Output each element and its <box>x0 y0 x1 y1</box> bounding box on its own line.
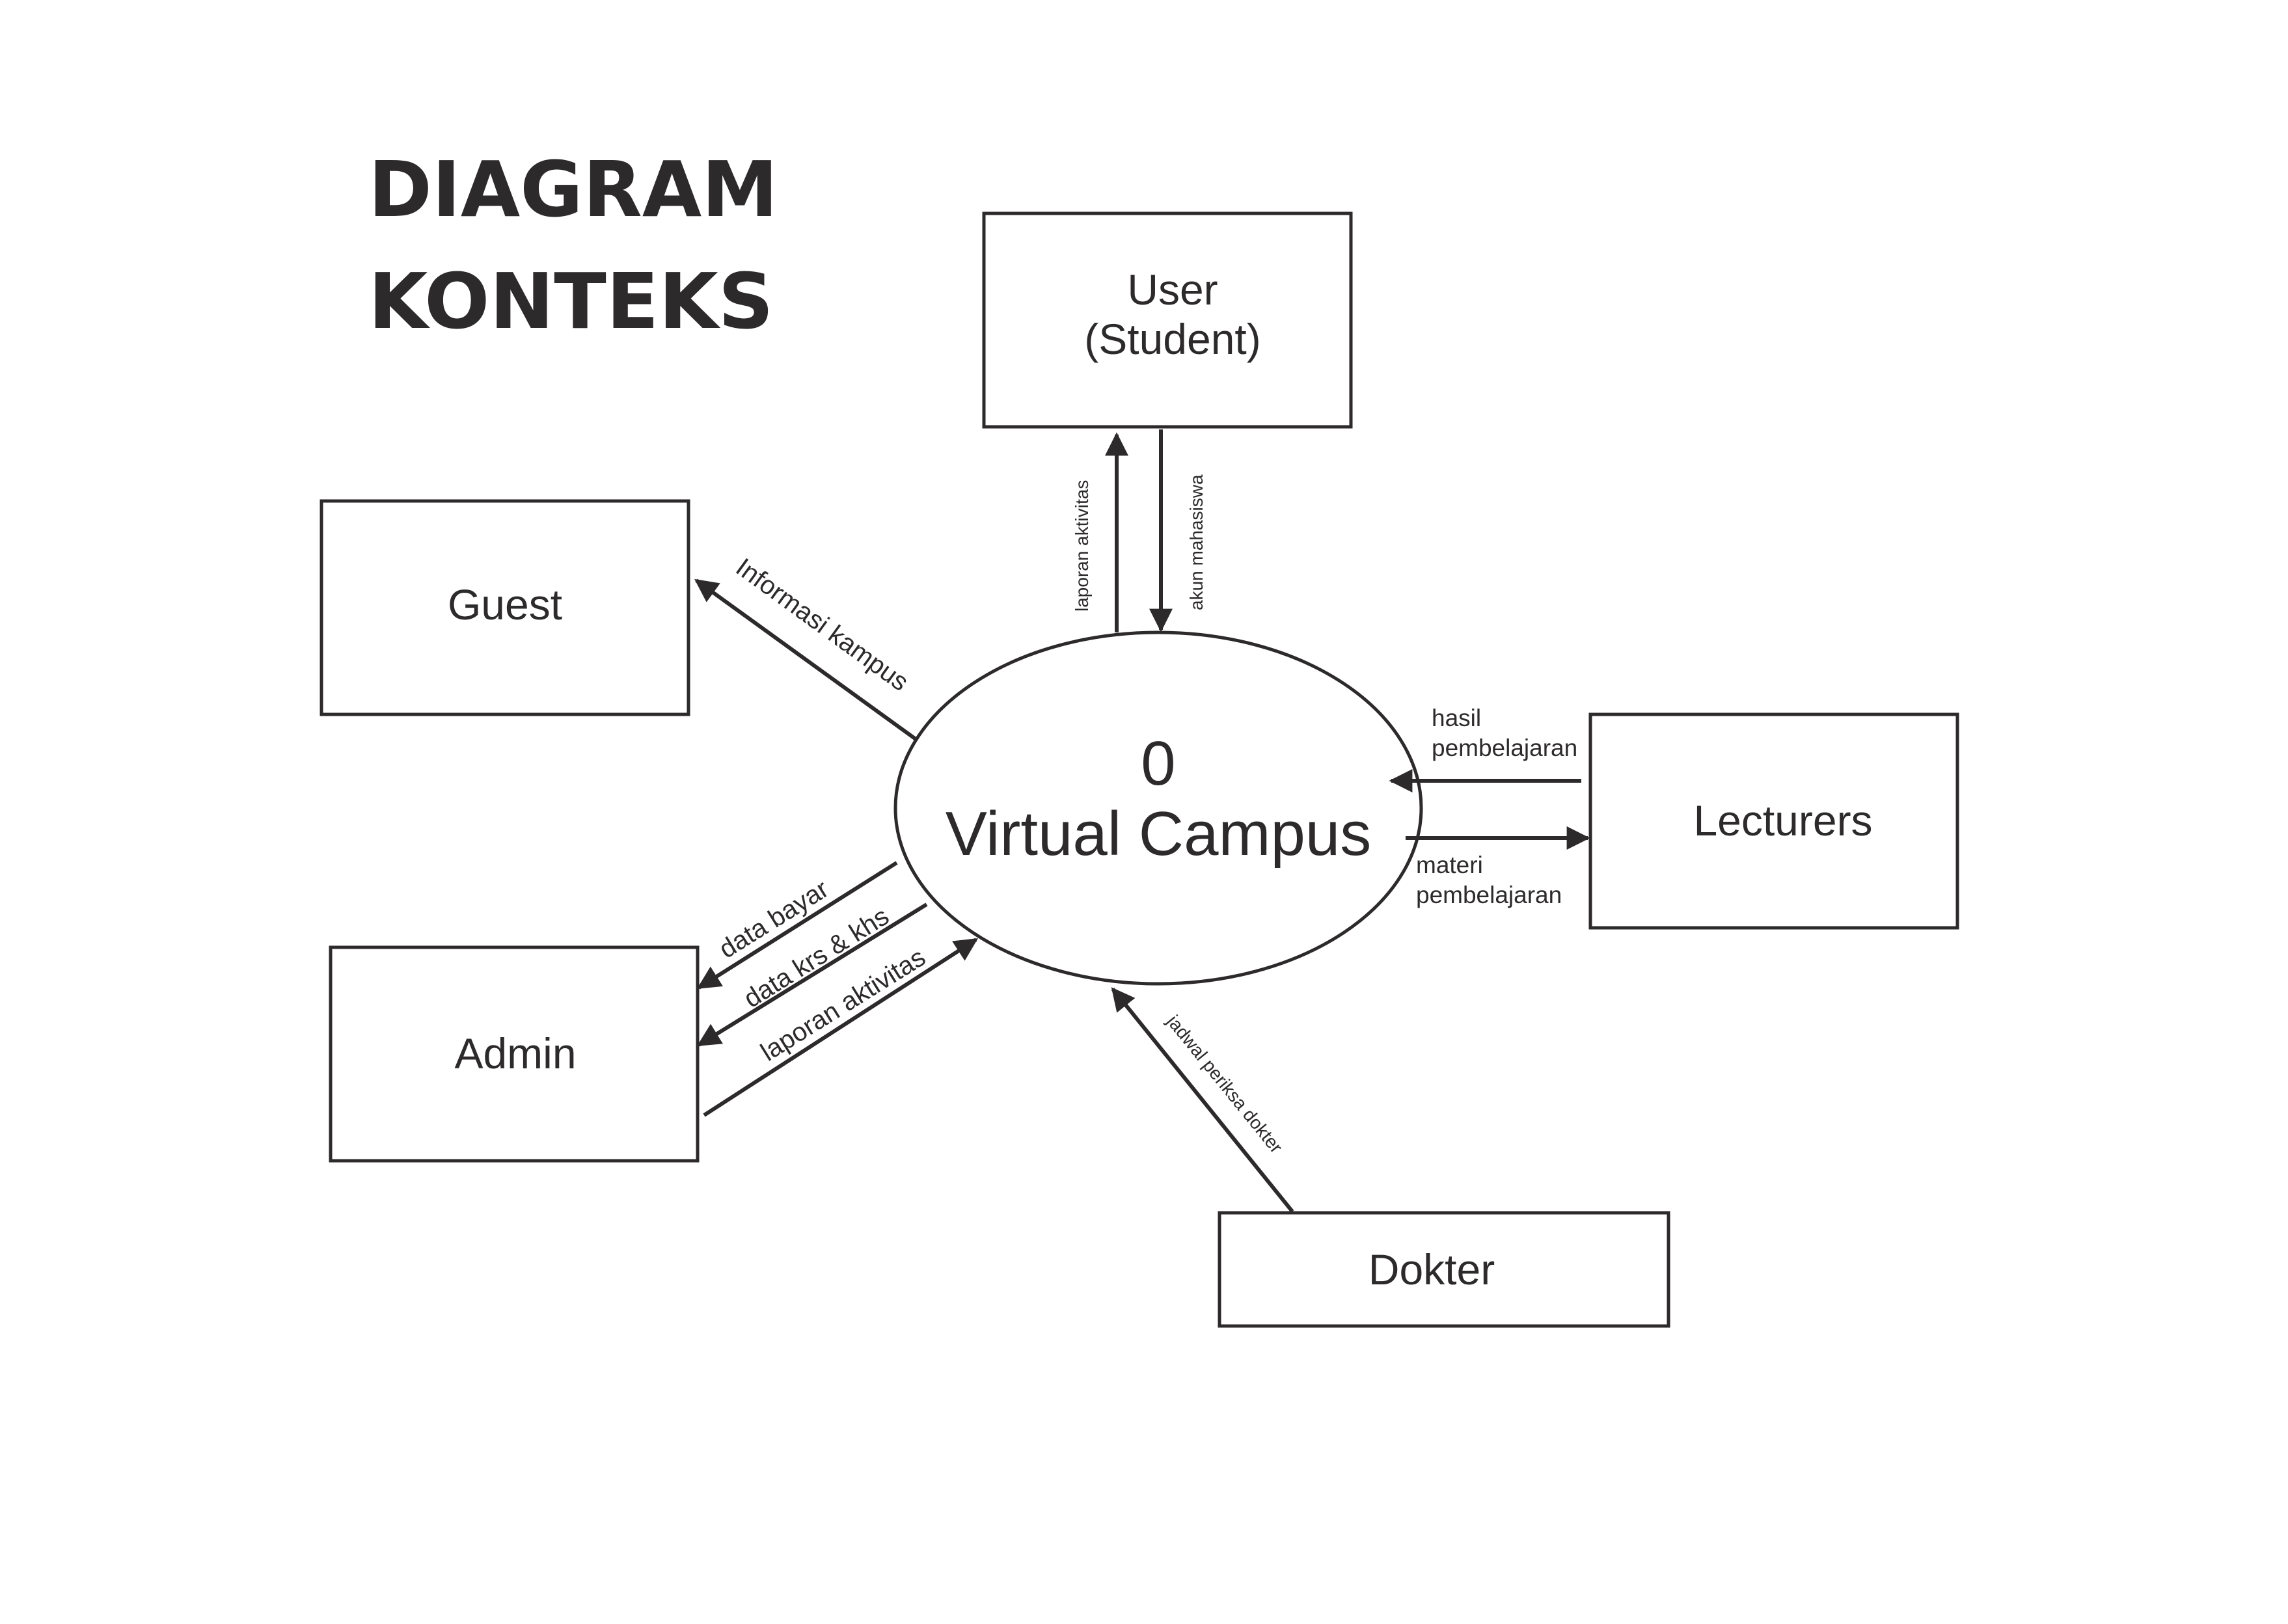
entity-admin-box <box>329 945 700 1163</box>
flow-label-user-akun-mahasiswa: akun mahasiswa <box>1186 474 1206 610</box>
flow-label-admin-laporan-aktivitas: laporan aktivitas <box>756 943 930 1066</box>
entity-lecturers: Lecturers <box>1588 712 1959 930</box>
flow-arrow-admin-data-krs-khs <box>696 902 928 1047</box>
process-ellipse <box>893 630 1423 986</box>
process-virtual-campus: 0 Virtual Campus <box>893 630 1423 986</box>
flow-label-lecturers-hasil-line2: pembelajaran <box>1432 735 1577 761</box>
entity-admin-label: Admin <box>454 1029 576 1077</box>
entity-lecturers-box <box>1588 712 1959 930</box>
diagram-title-line2: KONTEKS <box>368 256 774 346</box>
entity-guest-label: Guest <box>448 580 562 629</box>
flow-label-lecturers-materi-line1: materi <box>1416 852 1483 878</box>
diagram-title-line1: DIAGRAM <box>368 144 778 234</box>
flow-arrow-admin-laporan-aktivitas <box>703 938 979 1117</box>
entity-guest: Guest <box>320 499 690 716</box>
entity-dokter-label: Dokter <box>1369 1245 1495 1293</box>
entity-guest-box <box>320 499 690 716</box>
process-name: Virtual Campus <box>946 799 1372 869</box>
entity-user-label-line1: User <box>1127 265 1218 314</box>
entity-user: User (Student) <box>982 211 1353 429</box>
flow-arrow-admin-data-bayar <box>696 861 898 990</box>
entity-lecturers-label: Lecturers <box>1693 796 1872 845</box>
flow-label-user-laporan-aktivitas: laporan aktivitas <box>1072 480 1092 612</box>
process-number: 0 <box>1141 729 1175 798</box>
entity-dokter-box <box>1218 1211 1670 1328</box>
flow-label-lecturers-hasil-line1: hasil <box>1432 705 1481 731</box>
entity-user-box <box>982 211 1353 429</box>
flow-arrow-dokter-jadwal <box>1111 987 1294 1213</box>
entity-user-label-line2: (Student) <box>1084 315 1260 363</box>
flow-label-dokter-jadwal: jadwal periksa dokter <box>1163 1010 1287 1157</box>
entity-admin: Admin <box>329 945 700 1163</box>
flow-label-lecturers-materi-line2: pembelajaran <box>1416 882 1562 908</box>
entity-dokter: Dokter <box>1218 1211 1670 1328</box>
flow-arrow-guest-informasi-kampus <box>694 578 919 742</box>
